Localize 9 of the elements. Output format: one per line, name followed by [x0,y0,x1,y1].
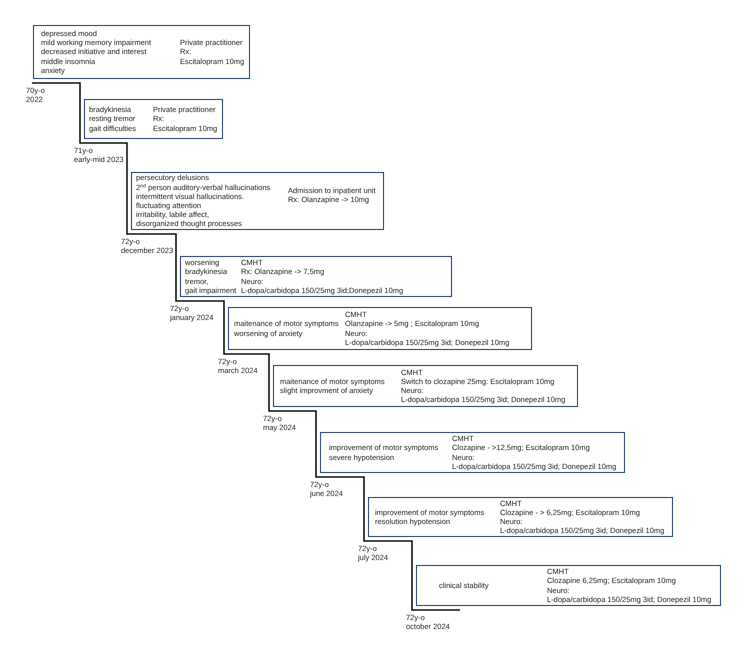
event-box [273,365,578,407]
event-box [33,25,250,79]
event-box [320,432,625,473]
event-box [131,172,384,230]
event-box [180,256,452,297]
event-box [416,565,721,606]
event-box [368,497,673,537]
event-box [228,307,532,350]
event-box [84,99,223,139]
